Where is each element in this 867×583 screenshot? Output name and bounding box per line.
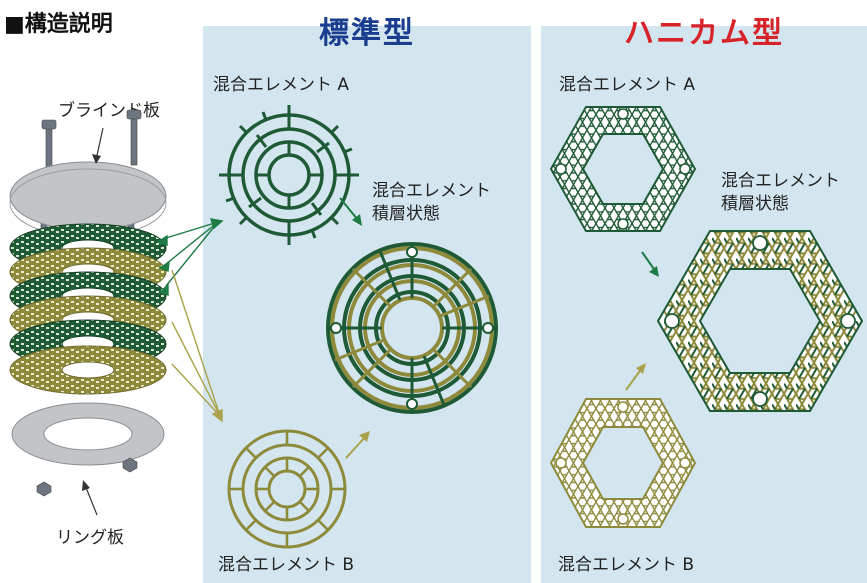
honeycomb-title: ハニカム型 [624,16,784,51]
exploded-stack-illustration [9,109,224,516]
honeycomb-element-b-label: 混合エレメント B [558,555,695,575]
standard-element-a-label: 混合エレメント A [213,75,350,95]
standard-element-a-diagram [219,105,359,245]
section-title: ■構造説明 [4,12,113,37]
standard-stacked-diagram [326,242,498,414]
element-layers [9,223,167,395]
standard-stacked-label-1: 混合エレメント [372,181,491,201]
honeycomb-element-a-label: 混合エレメント A [559,75,696,95]
nut-icon [36,457,138,497]
ring-plate [11,402,165,466]
standard-stacked-label-2: 積層状態 [372,204,440,224]
blind-plate [9,161,167,231]
honeycomb-stacked-label-1: 混合エレメント [721,171,840,191]
honeycomb-element-a-diagram [549,106,697,232]
standard-element-b-diagram [227,429,347,549]
standard-title: 標準型 [319,16,415,51]
honeycomb-stacked-label-2: 積層状態 [721,194,789,214]
honeycomb-element-b-diagram [549,398,697,528]
standard-element-b-label: 混合エレメント B [218,555,355,575]
ring-plate-label: リング板 [56,528,124,548]
honeycomb-stacked-diagram [656,230,864,412]
